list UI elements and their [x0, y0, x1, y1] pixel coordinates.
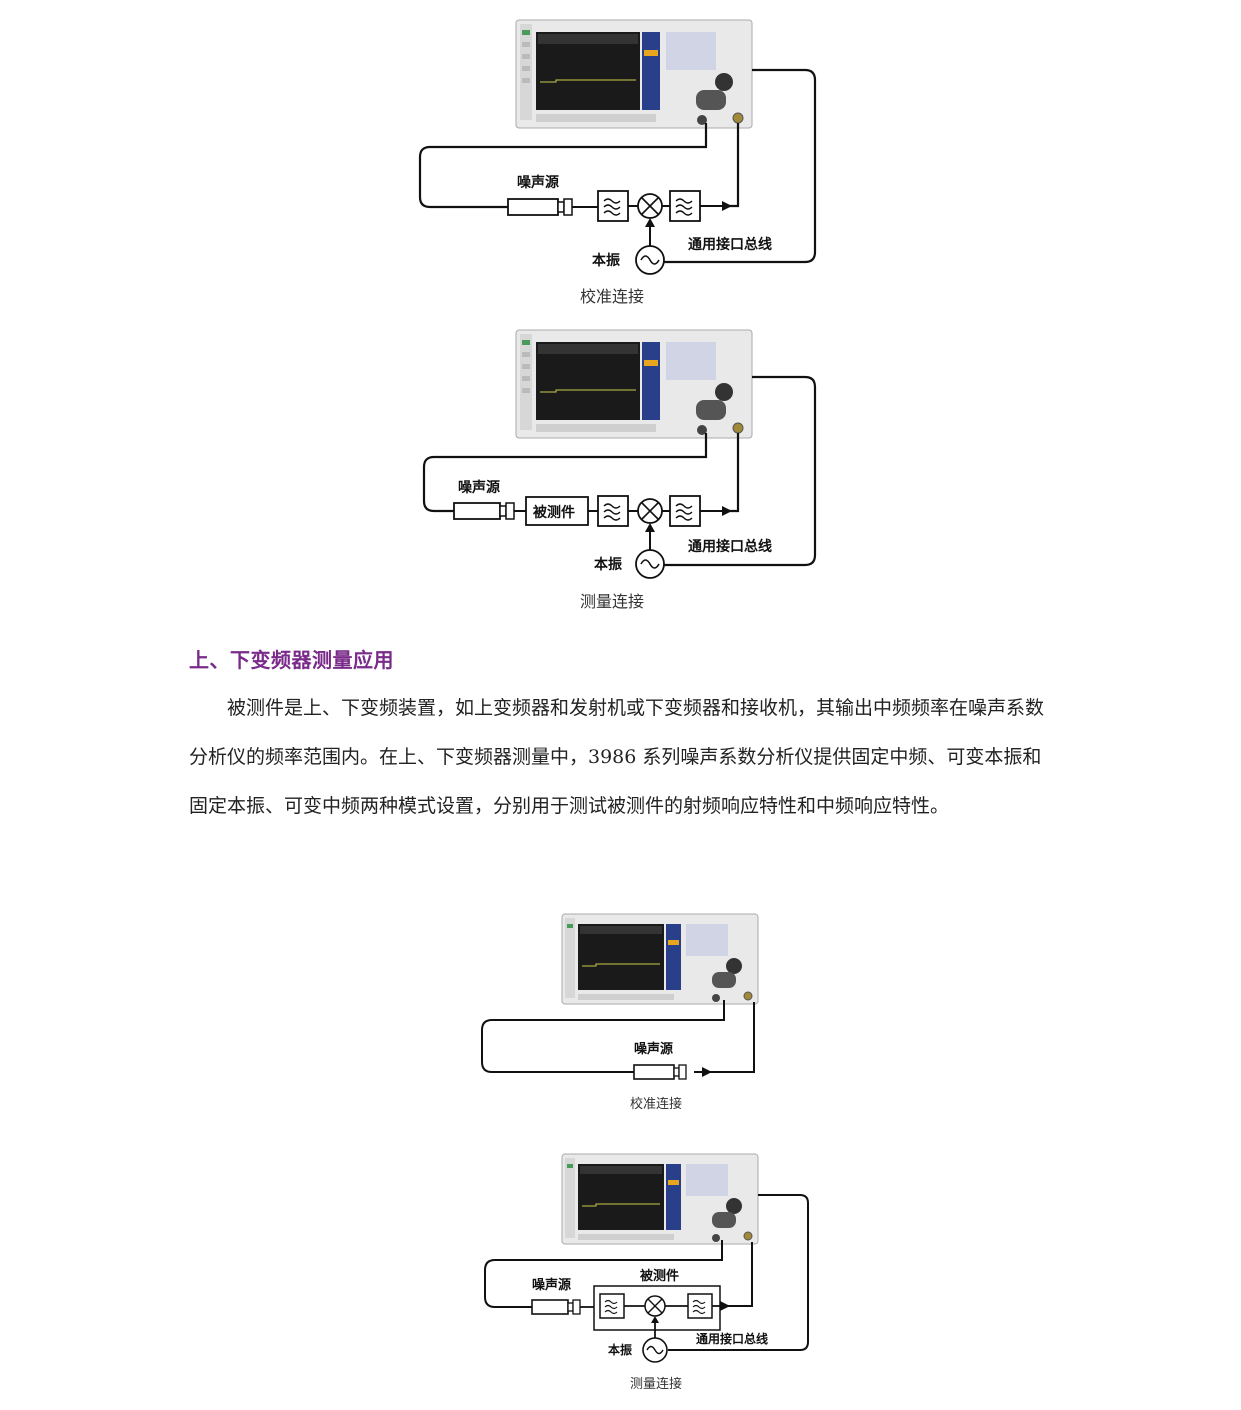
figure-measurement-connection: 被测件 噪声源 通用接口总线 本振 测量连接 [400, 325, 830, 617]
paragraph-text: 被测件是上、下变频装置，如上变频器和发射机或下变频器和接收机，其输出中频频率在噪… [189, 697, 1045, 817]
noise-figure-analyzer-icon [561, 1153, 759, 1245]
figure-caption: 测量连接 [630, 1376, 682, 1392]
figure-calibration-connection: 噪声源 通用接口总线 本振 校准连接 [400, 15, 830, 310]
figure-caption: 校准连接 [580, 287, 644, 306]
figure-caption: 测量连接 [580, 592, 644, 611]
bus-label: 通用接口总线 [696, 1331, 768, 1346]
figure-calibration-connection-2: 噪声源 校准连接 [470, 910, 770, 1115]
noise-source-label: 噪声源 [634, 1041, 673, 1057]
lo-label: 本振 [608, 1342, 632, 1357]
noise-source-icon [453, 502, 515, 520]
mixer-icon [644, 1295, 666, 1317]
bus-label: 通用接口总线 [688, 236, 772, 253]
noise-source-icon [531, 1299, 581, 1315]
noise-figure-analyzer-icon [561, 913, 759, 1005]
noise-source-label: 噪声源 [517, 174, 559, 191]
noise-figure-analyzer-icon [515, 329, 753, 439]
local-oscillator-icon [642, 1337, 668, 1363]
dut-label: 被测件 [639, 1268, 679, 1284]
filter-icon [599, 1293, 625, 1319]
noise-source-label: 噪声源 [532, 1277, 571, 1293]
section-paragraph: 被测件是上、下变频装置，如上变频器和发射机或下变频器和接收机，其输出中频频率在噪… [189, 684, 1059, 831]
calibration-diagram: 噪声源 通用接口总线 本振 校准连接 [418, 19, 817, 306]
figure-caption: 校准连接 [630, 1096, 682, 1112]
calibration-diagram-2: 噪声源 校准连接 [481, 913, 759, 1112]
filter-icon [597, 190, 629, 222]
dut-box [593, 1285, 721, 1331]
noise-figure-analyzer-icon [515, 19, 753, 129]
measurement-diagram-2: 噪声源 被测件 通用接口总线 本振 测量连接 [484, 1153, 809, 1392]
section-title: 上、下变频器测量应用 [189, 648, 394, 672]
measurement-diagram: 被测件 噪声源 通用接口总线 本振 测量连接 [422, 329, 817, 611]
filter-icon [687, 1293, 713, 1319]
filter-icon [669, 495, 701, 527]
lo-label: 本振 [594, 556, 622, 573]
local-oscillator-icon [635, 245, 665, 275]
noise-source-label: 噪声源 [458, 479, 500, 496]
bus-label: 通用接口总线 [688, 538, 772, 555]
mixer-icon [637, 498, 663, 524]
noise-source-icon [507, 198, 573, 216]
dut-label: 被测件 [533, 504, 575, 521]
mixer-icon [637, 193, 663, 219]
filter-icon [597, 495, 629, 527]
noise-source-icon [633, 1064, 687, 1080]
filter-icon [669, 190, 701, 222]
local-oscillator-icon [635, 549, 665, 579]
figure-measurement-connection-2: 噪声源 被测件 通用接口总线 本振 测量连接 [470, 1150, 820, 1400]
lo-label: 本振 [592, 252, 620, 269]
